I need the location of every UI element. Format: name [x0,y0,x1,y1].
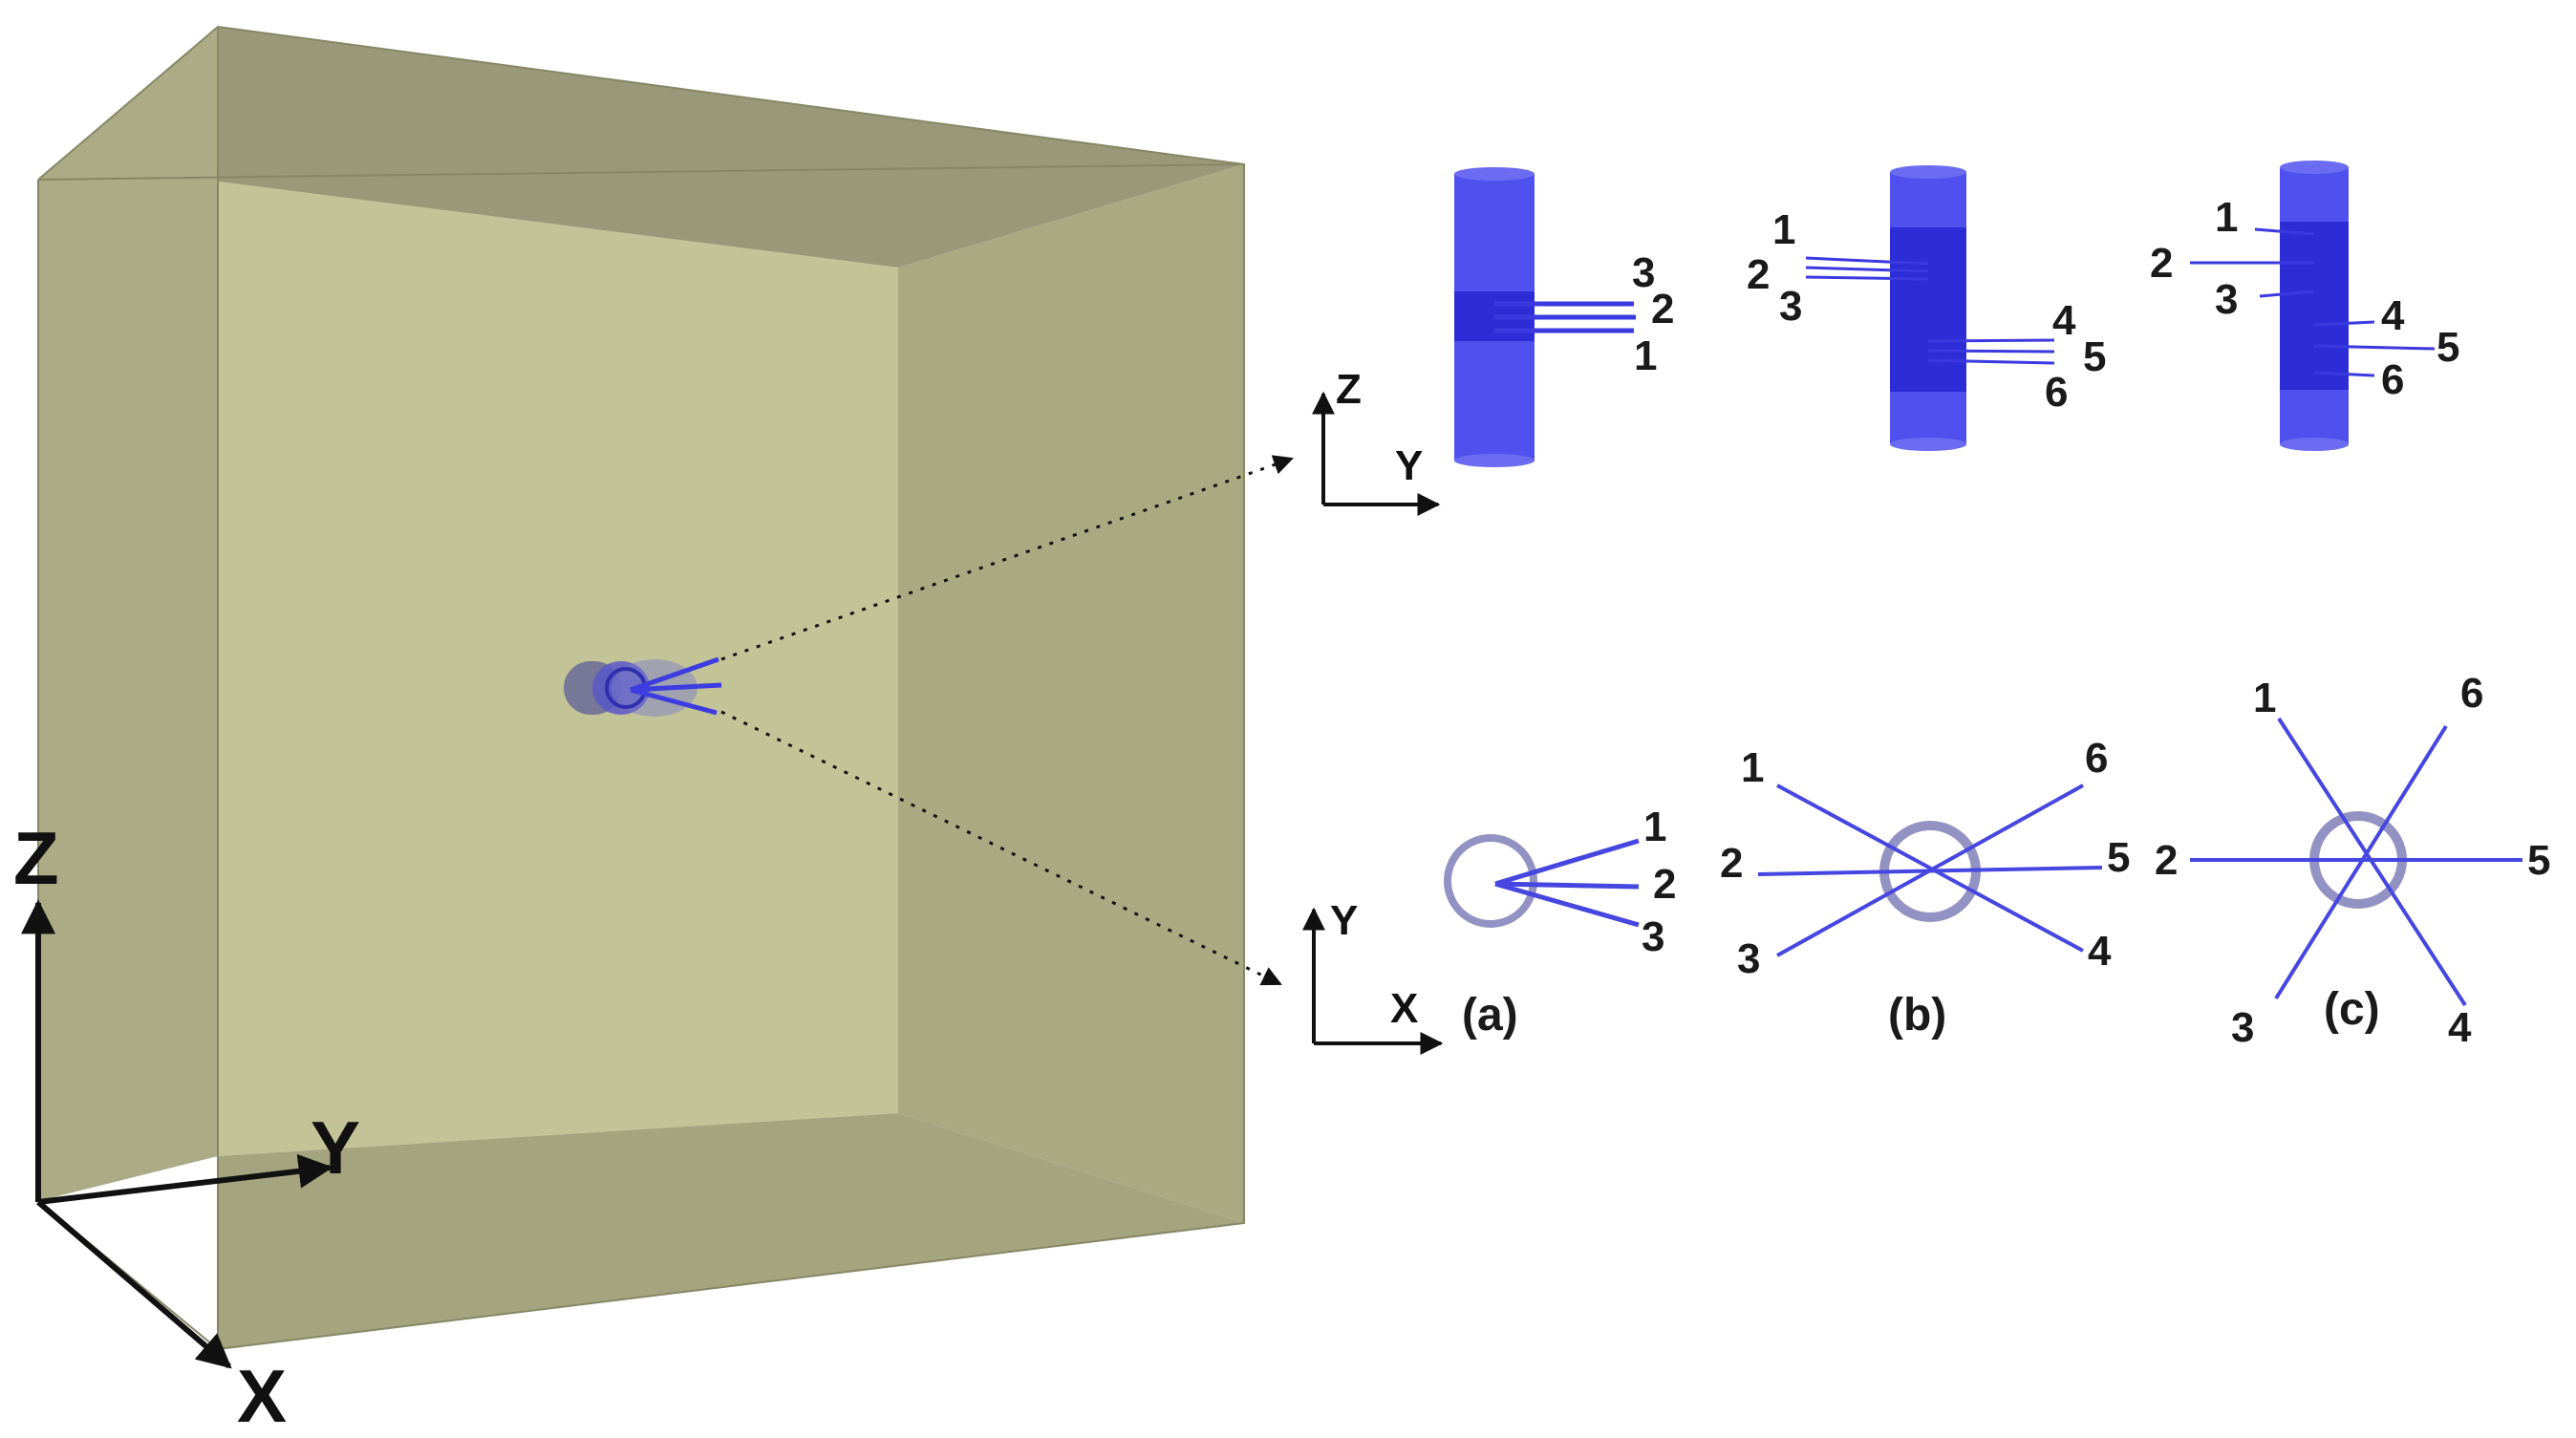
caption-c: (c) [2324,984,2380,1035]
main-axis-z-label: Z [13,816,59,900]
caption-a: (a) [1462,990,1518,1041]
side-c-label-1: 1 [2215,194,2238,241]
top-c-label-3: 3 [2231,1004,2254,1051]
box-right-face [898,164,1244,1223]
top-view-axes [1302,907,1444,1055]
main-axis-y-label: Y [311,1105,360,1190]
top-c-label-1: 1 [2253,675,2276,721]
side-b-label-5: 5 [2083,333,2106,380]
top-view-c [2190,717,2522,1007]
top-b-label-3: 3 [1737,935,1760,982]
top-b-label-6: 6 [2085,735,2108,782]
side-b-label-6: 6 [2045,369,2068,416]
top-b-label-2: 2 [1720,840,1743,887]
box-left-face [38,27,218,1201]
side-c-label-4: 4 [2381,292,2405,339]
probe-in-box [564,656,722,717]
side-a-label-1: 1 [1634,333,1657,379]
top-c-label-5: 5 [2527,837,2550,884]
side-view-axis-vertical-label: Z [1336,366,1362,413]
simulation-box [37,25,1245,1351]
main-axis-x-label: X [237,1354,287,1438]
side-c-label-2: 2 [2150,240,2173,287]
side-view-c [2190,161,2436,451]
side-b-label-4: 4 [2052,297,2076,344]
main-axes [20,899,333,1369]
side-b-label-2: 2 [1747,251,1770,298]
box-back-face [218,182,898,1156]
top-view-b [1757,783,2103,957]
top-c-label-2: 2 [2155,837,2178,884]
top-view-a [1444,834,1640,928]
top-a-label-3: 3 [1642,913,1664,960]
side-view-b [1805,165,2055,451]
top-c-label-6: 6 [2460,670,2483,717]
top-b-label-5: 5 [2107,834,2130,881]
side-view-axes [1312,391,1441,516]
side-c-label-5: 5 [2436,324,2459,371]
zoom-pointers [720,455,1294,986]
pointer-to-top-view [720,710,1282,986]
side-b-label-1: 1 [1772,206,1795,253]
top-view-axis-vertical-label: Y [1330,897,1358,944]
top-view-axis-horizontal-label: X [1390,985,1418,1032]
top-c-label-4: 4 [2448,1004,2472,1051]
top-a-label-1: 1 [1643,804,1666,850]
side-c-label-3: 3 [2215,276,2238,323]
side-a-label-2: 2 [1651,286,1674,333]
side-c-label-6: 6 [2381,356,2404,403]
top-b-label-4: 4 [2088,928,2112,975]
top-b-label-1: 1 [1741,744,1764,791]
box-top-face [218,27,1244,268]
box-bottom-face [218,1113,1244,1349]
side-a-label-3: 3 [1632,249,1655,296]
side-view-axis-horizontal-label: Y [1395,442,1423,489]
side-b-label-3: 3 [1779,283,1802,330]
top-a-label-2: 2 [1653,861,1676,908]
side-view-a [1454,167,1636,467]
pointer-to-side-view [720,455,1294,661]
caption-b: (b) [1888,990,1946,1041]
